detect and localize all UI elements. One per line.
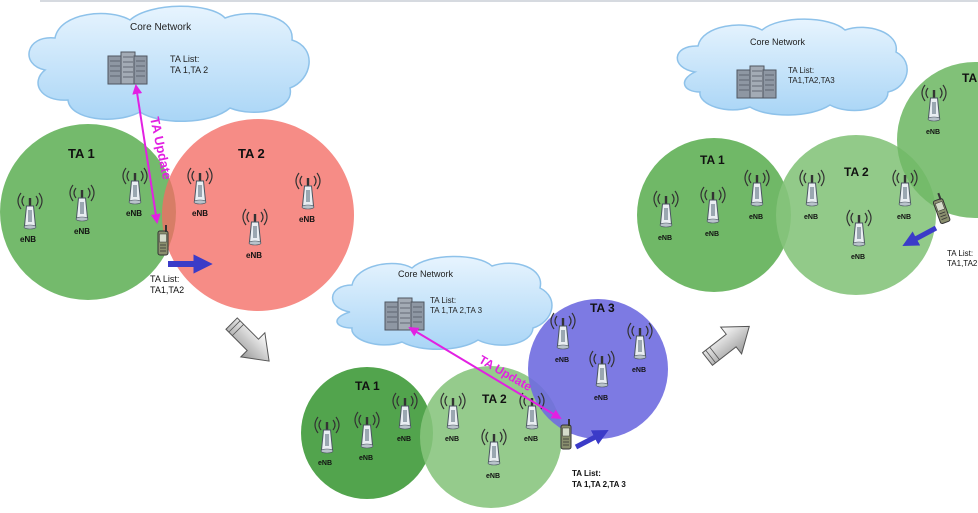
enb-label: eNB [658, 235, 672, 242]
enb-label: eNB [192, 209, 208, 218]
enb-label: eNB [20, 235, 36, 244]
cloud-ta-list-title: TA List: [788, 66, 814, 75]
enb-label: eNB [359, 455, 373, 462]
enb-label: eNB [126, 209, 142, 218]
ta1-area [0, 124, 176, 300]
enb-label: eNB [74, 227, 90, 236]
core-network-label: Core Network [130, 22, 192, 33]
core-server-icon [384, 297, 425, 331]
ue-ta-list-value: TA1,TA2 [947, 259, 978, 268]
cloud-ta-list-value: TA1,TA2,TA3 [788, 76, 835, 85]
enb-label: eNB [299, 215, 315, 224]
cloud-ta-list-value: TA 1,TA 2 [170, 65, 208, 75]
ta-update-arrow [132, 84, 161, 224]
right-panel: Core Network TA List: TA1,TA2,TA3 TA 1 T… [637, 18, 978, 295]
enb-label: eNB [397, 436, 411, 443]
enb-label: eNB [524, 436, 538, 443]
core-network-cloud [676, 18, 908, 116]
cloud-ta-list-title: TA List: [430, 296, 456, 305]
core-server-icon [736, 65, 777, 99]
enb-label: eNB [705, 231, 719, 238]
ta2-label: TA 2 [238, 146, 265, 161]
ue-ta-list-title: TA List: [150, 274, 179, 284]
ta3-label: TA [962, 71, 977, 85]
core-network-cloud [28, 5, 310, 123]
enb-label: eNB [851, 254, 865, 261]
enb-label: eNB [555, 357, 569, 364]
core-server-icon [107, 51, 148, 85]
ta3-label: TA 3 [590, 301, 615, 315]
enb-label: eNB [486, 473, 500, 480]
ue-ta-list-title: TA List: [947, 249, 973, 258]
middle-panel: Core Network TA List: TA 1,TA 2,TA 3 TA … [301, 255, 668, 508]
enb-label: eNB [749, 214, 763, 221]
ta1-label: TA 1 [68, 146, 95, 161]
enb-label: eNB [246, 251, 262, 260]
movement-arrow [574, 430, 609, 450]
enb-label: eNB [632, 367, 646, 374]
ue-ta-list-value: TA1,TA2 [150, 285, 184, 295]
ta1-label: TA 1 [355, 379, 380, 393]
ta2-label: TA 2 [482, 392, 507, 406]
core-network-label: Core Network [750, 37, 806, 47]
ta2-area [776, 135, 936, 295]
ta1-label: TA 1 [700, 153, 725, 167]
movement-arrow [902, 225, 938, 247]
ta-update-arrow [408, 326, 562, 420]
enb-label: eNB [897, 214, 911, 221]
ue-ta-list-value: TA 1,TA 2,TA 3 [572, 480, 626, 489]
enb-label: eNB [926, 129, 940, 136]
transition-arrow-icon [701, 325, 750, 367]
left-panel: Core Network TA List: TA 1,TA 2 TA 1 TA … [0, 5, 354, 311]
cloud-ta-list-title: TA List: [170, 54, 199, 64]
ta2-label: TA 2 [844, 165, 869, 179]
ue-ta-list-title: TA List: [572, 469, 601, 478]
transition-arrow-icon [225, 317, 270, 362]
enb-label: eNB [318, 460, 332, 467]
cloud-ta-list-value: TA 1,TA 2,TA 3 [430, 306, 483, 315]
enb-label: eNB [804, 214, 818, 221]
enb-label: eNB [594, 395, 608, 402]
core-network-label: Core Network [398, 269, 454, 279]
enb-label: eNB [445, 436, 459, 443]
